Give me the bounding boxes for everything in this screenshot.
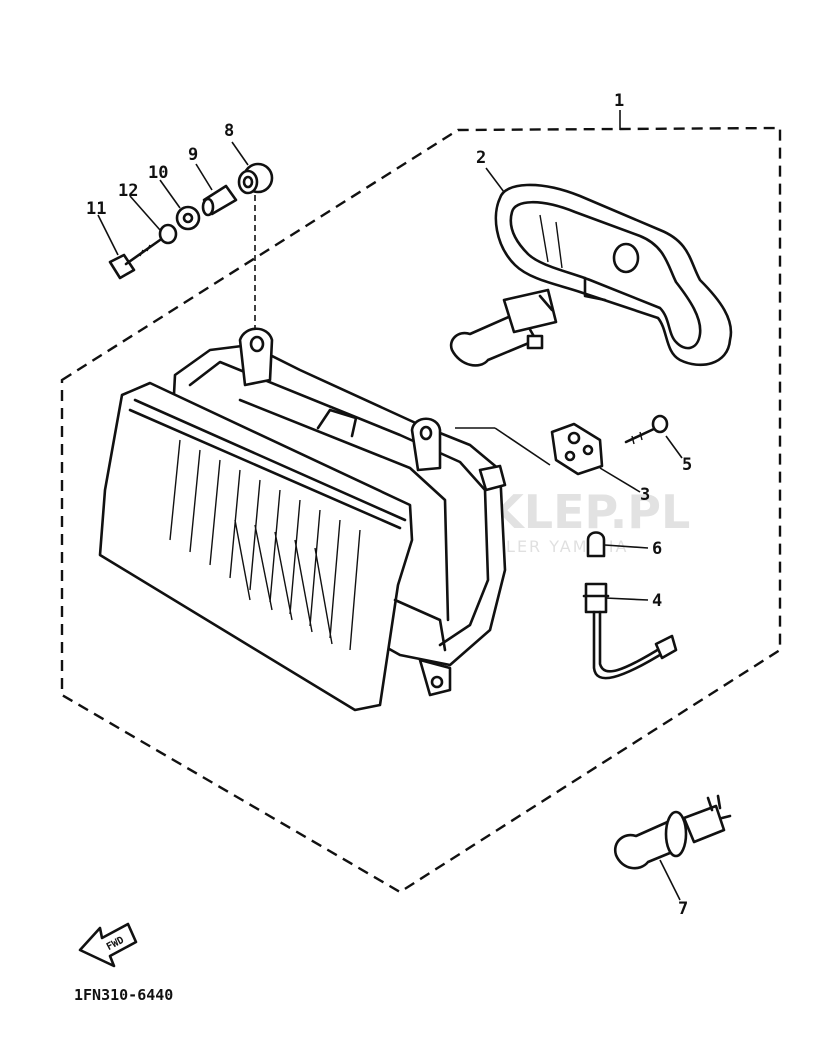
- part-6-bulb: [586, 531, 606, 558]
- part-5-screw: [624, 414, 669, 445]
- part-3-socket: [550, 422, 604, 476]
- callout-5: 5: [682, 455, 692, 475]
- callouts: 1 2 3 4 5 6 7 8 9 10 12 11: [86, 91, 692, 919]
- callout-1: 1: [614, 91, 624, 111]
- part-12-spring-washer: [158, 223, 178, 245]
- callout-4: 4: [652, 591, 662, 611]
- diagram-code: 1FN310-6440: [74, 986, 173, 1004]
- part-11-bolt: [108, 238, 162, 280]
- part-7-headlight-bulb: [613, 794, 732, 870]
- callout-6: 6: [652, 539, 662, 559]
- part-2-bracket: [494, 183, 733, 367]
- callout-9: 9: [188, 145, 198, 165]
- part-10-washer: [175, 205, 201, 231]
- headlight-unit: [98, 327, 507, 712]
- auxiliary-bulb: [449, 288, 558, 367]
- callout-10: 10: [148, 163, 168, 183]
- callout-12: 11: [86, 199, 106, 219]
- callout-7: 7: [678, 899, 688, 919]
- assembly-boundary: [60, 126, 782, 894]
- part-8-grommet: [237, 162, 274, 195]
- callout-3: 3: [640, 485, 650, 505]
- part-4-socket-cord: [582, 582, 678, 680]
- fwd-arrow-icon: FWD: [78, 922, 138, 968]
- part-9-collar: [201, 184, 238, 217]
- callout-2: 2: [476, 148, 486, 168]
- callout-8: 8: [224, 121, 234, 141]
- callout-11: 12: [118, 181, 138, 201]
